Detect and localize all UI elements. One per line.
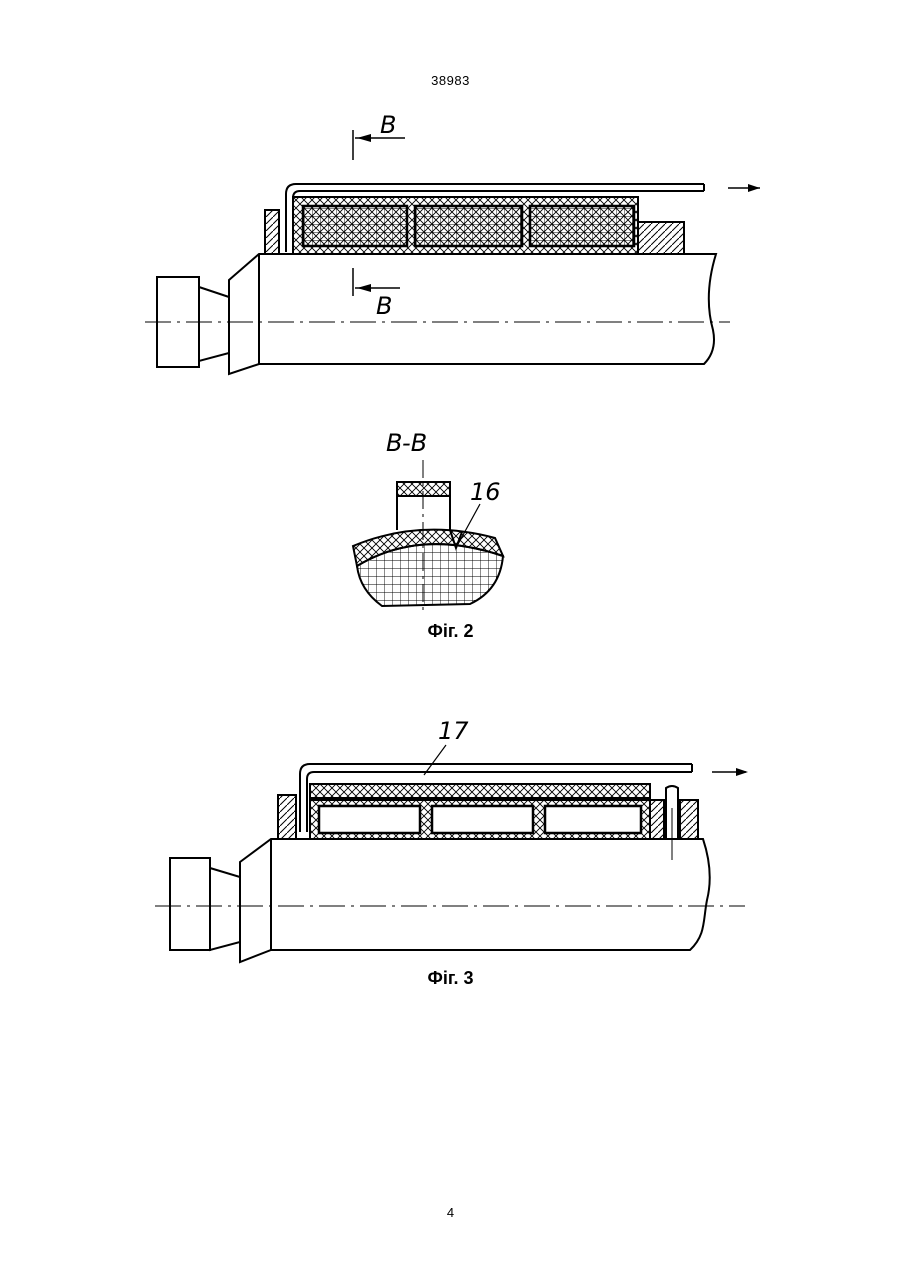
cell-1	[303, 206, 407, 246]
right-clamp	[638, 222, 684, 254]
cell-3	[530, 206, 634, 246]
figure-3-caption: Фіг. 3	[0, 968, 901, 989]
cell-2	[415, 206, 522, 246]
callout-17: 17	[438, 717, 469, 745]
shaft-body-3	[240, 839, 710, 962]
page-number: 4	[0, 1205, 901, 1220]
figure-2-caption: Фіг. 2	[0, 621, 901, 642]
figure-1	[145, 130, 760, 374]
callout-16: 16	[470, 478, 501, 506]
shaft-body	[229, 254, 716, 374]
taper-neck	[199, 287, 229, 361]
insulation-strip-upper	[310, 784, 650, 798]
callout-leader-17	[424, 745, 446, 775]
section-mark-top: B	[380, 111, 396, 139]
left-clamp	[265, 210, 279, 254]
section-mark-bottom: B	[376, 292, 392, 320]
section-title: B-B	[386, 429, 427, 457]
figure-3	[155, 745, 748, 962]
end-knob-3	[170, 858, 210, 950]
